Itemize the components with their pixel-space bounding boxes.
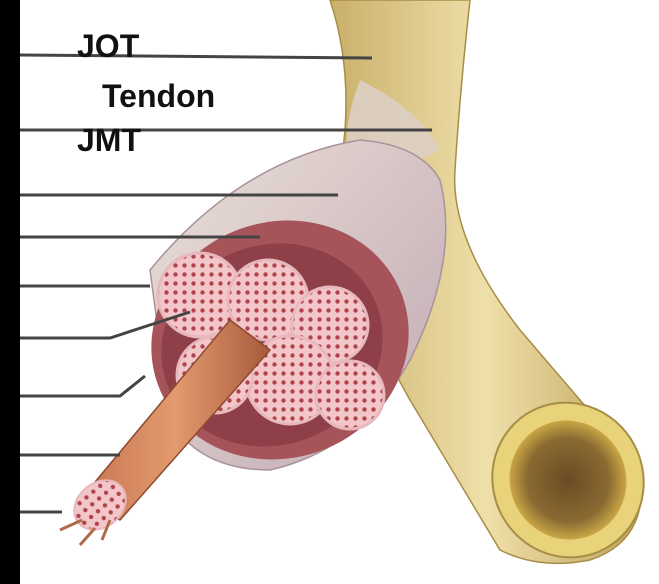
- label-jmt: JMT: [77, 124, 141, 156]
- diagram-canvas: JOT Tendon JMT: [20, 0, 659, 584]
- label-tendon: Tendon: [102, 80, 215, 112]
- muscle-illustration: [60, 140, 446, 545]
- label-jot: JOT: [77, 30, 139, 62]
